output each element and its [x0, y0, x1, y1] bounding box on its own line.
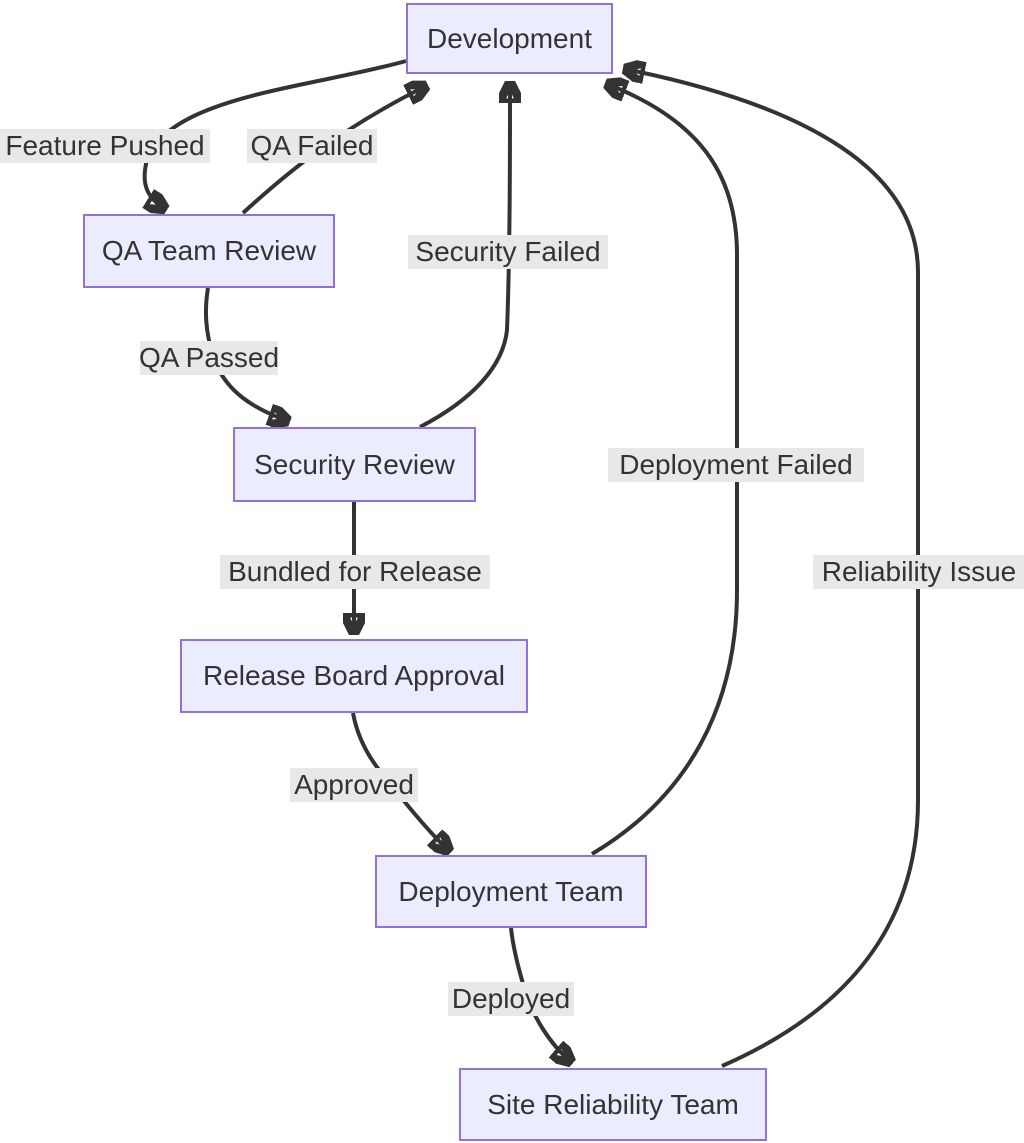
edge-site-reliability-team-to-development	[625, 69, 920, 1068]
node-security-review-label: Security Review	[254, 448, 455, 480]
edge-label-deployed: Deployed	[448, 982, 574, 1016]
node-site-reliability-team-label: Site Reliability Team	[487, 1088, 739, 1120]
edge-label-security-failed: Security Failed	[408, 235, 608, 269]
node-release-board-approval: Release Board Approval	[180, 639, 528, 713]
edge-label-qa-failed-text: QA Failed	[250, 130, 374, 161]
edge-deployment-team-to-development	[590, 84, 739, 856]
edge-label-deployment-failed: Deployment Failed	[608, 448, 864, 482]
edge-label-security-failed-text: Security Failed	[415, 236, 601, 267]
node-deployment-team-label: Deployment Team	[398, 875, 624, 907]
edge-label-approved: Approved	[290, 768, 418, 802]
edge-label-reliability-issue-text: Reliability Issue	[821, 556, 1017, 587]
node-development: Development	[406, 3, 613, 74]
node-qa-team-review: QA Team Review	[83, 214, 335, 288]
node-qa-team-review-label: QA Team Review	[101, 235, 317, 266]
node-release-board-approval-label: Release Board Approval	[203, 660, 505, 691]
edge-label-bundled-for-release: Bundled for Release	[220, 555, 490, 589]
node-deployment-team: Deployment Team	[375, 855, 647, 928]
node-development-label: Development	[427, 22, 592, 54]
node-site-reliability-team: Site Reliability Team	[459, 1068, 767, 1141]
edge-security-review-to-development	[419, 83, 510, 429]
edge-label-qa-passed: QA Passed	[138, 341, 280, 375]
edge-label-qa-failed: QA Failed	[247, 129, 377, 163]
node-security-review: Security Review	[233, 427, 476, 502]
edge-label-qa-passed-text: QA Passed	[138, 342, 280, 373]
edge-development-to-qa-team-review	[145, 59, 407, 209]
edge-label-feature-pushed: Feature Pushed	[0, 129, 210, 163]
edge-label-bundled-for-release-text: Bundled for Release	[228, 556, 482, 587]
edge-label-reliability-issue: Reliability Issue	[813, 555, 1024, 589]
edge-label-deployment-failed-text: Deployment Failed	[619, 449, 853, 480]
edge-label-approved-text: Approved	[294, 769, 414, 800]
edge-label-deployed-text: Deployed	[451, 983, 571, 1014]
edge-label-feature-pushed-text: Feature Pushed	[5, 130, 205, 161]
